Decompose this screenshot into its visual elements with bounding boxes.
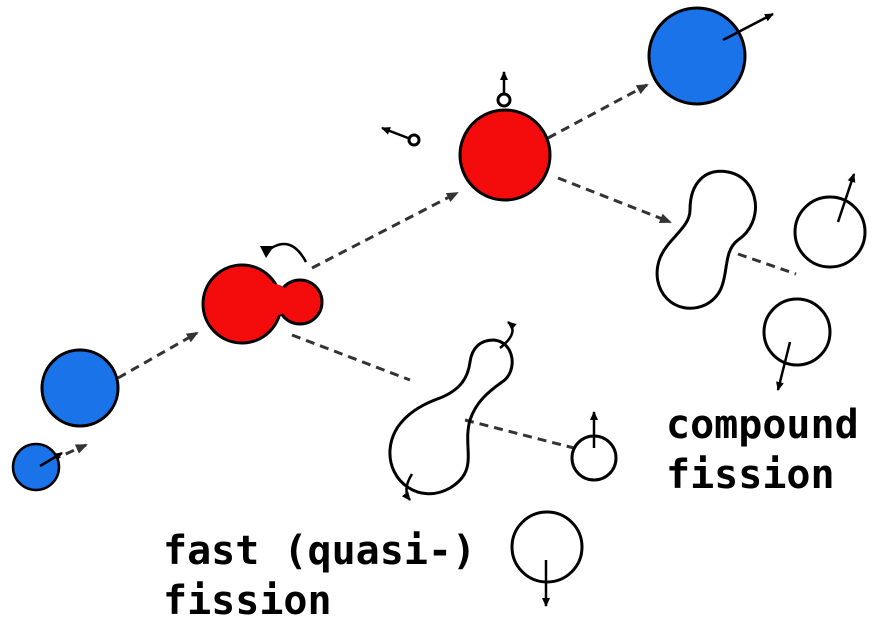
trajectory-quasifission-fragments <box>464 418 575 450</box>
trajectory-compound-to-residue <box>547 83 649 140</box>
trajectory-dinuclear-to-compound <box>311 191 459 270</box>
evaporated-particle-left-arrow <box>381 126 409 140</box>
fast-quasi-fission-label-line1: fast (quasi-) <box>163 528 477 574</box>
evaporation-residue-nucleus <box>647 6 747 106</box>
compound-fission-label-line2: fission <box>666 452 835 498</box>
dinuclear-neck <box>258 284 290 316</box>
compound-fission-label: compound fission <box>666 400 859 500</box>
target-nucleus <box>40 348 120 428</box>
quasifission-rotation-arrow-top <box>499 321 517 349</box>
trajectory-target-to-dinuclear <box>117 331 199 380</box>
evaporated-particle-up <box>496 92 512 108</box>
compound-fragment-lower-arrow <box>776 341 792 391</box>
compound-fission-fragment-lower <box>762 297 832 367</box>
projectile-nucleus <box>11 442 61 492</box>
residue-velocity-arrow <box>722 12 774 42</box>
compound-nucleus <box>458 108 552 202</box>
compound-fragment-upper-arrow <box>836 173 856 223</box>
compound-fission-label-line1: compound <box>666 402 859 448</box>
trajectory-compound-fission-fragments <box>737 252 797 276</box>
trajectory-dinuclear-to-quasifission <box>291 333 411 382</box>
trajectory-compound-to-fission <box>557 176 672 224</box>
fast-quasi-fission-label: fast (quasi-) fission <box>163 526 476 626</box>
projectile-velocity-arrow <box>39 451 63 468</box>
rotation-arrowhead <box>260 246 274 258</box>
quasifission-rotation-arrow-bottom <box>401 473 414 501</box>
compound-fission-fragment-upper <box>793 195 867 269</box>
evaporated-particle-left <box>407 133 421 147</box>
fast-quasi-fission-label-line2: fission <box>163 578 332 624</box>
compound-fission-saddle-shape <box>655 169 757 310</box>
quasifission-shape <box>388 338 514 496</box>
